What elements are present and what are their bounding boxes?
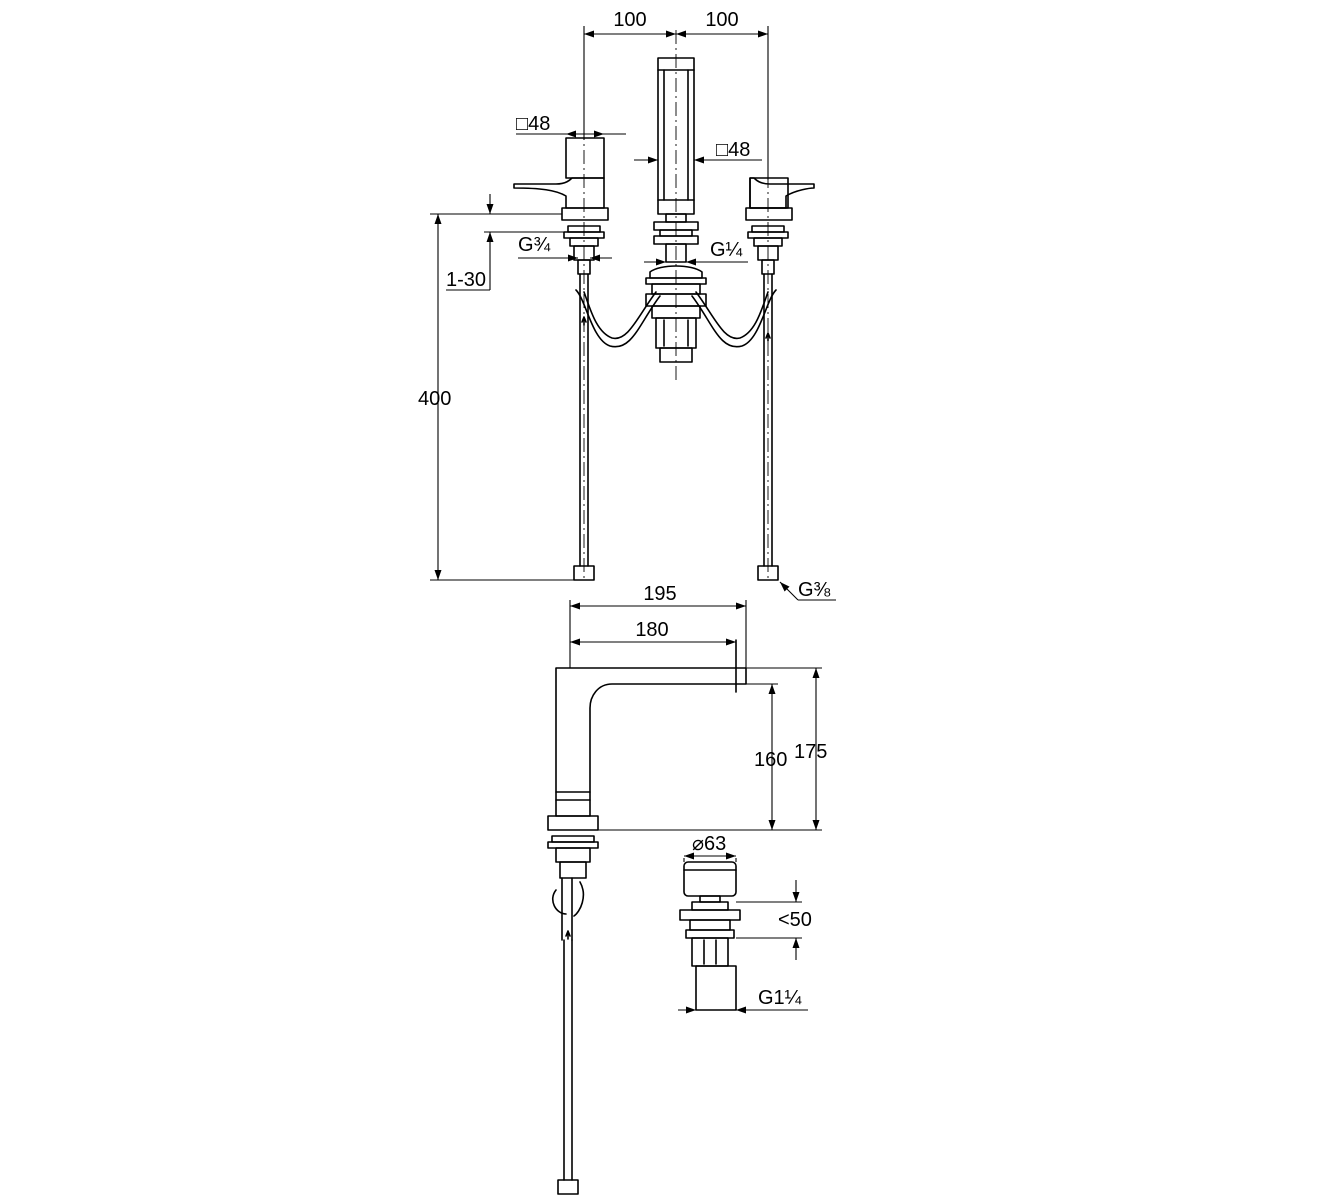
outlet-height-label: 160 (754, 749, 787, 771)
dimension-threads: G¾ G¼ (518, 234, 748, 266)
waste-thread-label: G1¼ (758, 987, 802, 1009)
dimension-handle-square: □48 (516, 113, 626, 138)
hose-thread-label: G⅜ (798, 579, 831, 601)
dimension-reach: 195 180 (569, 583, 747, 668)
deck-thickness-label: 1-30 (446, 269, 486, 291)
valve-thread-label: G¾ (518, 234, 551, 256)
dimension-vertical-left: 1-30 400 (418, 194, 574, 581)
reach-inner-label: 180 (635, 619, 668, 641)
spout-thread-label: G¼ (710, 239, 743, 261)
dimension-spacing: 100 100 (583, 9, 769, 180)
reach-outer-label: 195 (643, 583, 676, 605)
left-valve (513, 137, 609, 275)
waste-lift-label: <50 (778, 909, 812, 931)
right-valve (745, 177, 815, 275)
spout-square-label: □48 (716, 139, 750, 161)
supply-hoses (573, 273, 779, 581)
dimension-waste-thread: G1¼ (678, 987, 808, 1014)
waste-diameter-label: ⌀63 (692, 833, 726, 855)
handle-square-label: □48 (516, 113, 550, 135)
front-elevation: 100 100 □48 (418, 9, 836, 601)
spout-body (653, 57, 699, 263)
dimension-hose-thread: G⅜ (779, 579, 836, 601)
total-height-label: 175 (794, 741, 827, 763)
spout-side-profile (547, 639, 747, 1195)
spacing-right-label: 100 (705, 9, 738, 31)
dimension-waste-lift: <50 (736, 880, 812, 960)
spacing-left-label: 100 (613, 9, 646, 31)
center-lines (583, 30, 769, 580)
dimension-heights: 160 175 (598, 667, 827, 831)
side-elevation: 195 180 160 175 (547, 583, 827, 1195)
waste-assembly-side (679, 861, 741, 1011)
dimension-waste-diameter: ⌀63 (683, 833, 737, 862)
dimension-spout-square: □48 (634, 139, 762, 164)
hose-length-label: 400 (418, 388, 451, 410)
waste-assembly-front (645, 265, 707, 363)
